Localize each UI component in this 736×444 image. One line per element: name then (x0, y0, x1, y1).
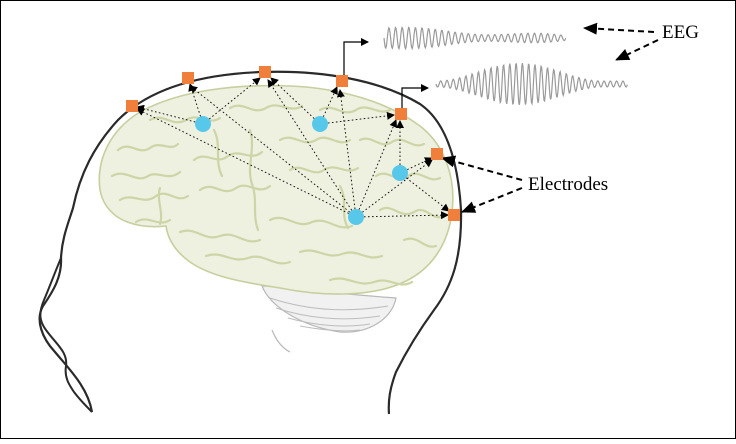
source-circle (348, 209, 364, 225)
source-circle (195, 116, 211, 132)
eeg-wave-2 (435, 62, 628, 106)
source-electrode-arrows (136, 77, 450, 220)
eeg-signals (383, 26, 628, 106)
electrodes-label: Electrodes (528, 174, 609, 195)
source-circle (392, 165, 408, 181)
electrode-square (395, 108, 407, 120)
sources (195, 116, 408, 225)
electrode-square (336, 75, 348, 87)
cerebellum (261, 285, 397, 353)
eeg-label: EEG (662, 22, 699, 43)
signal-connectors (343, 38, 429, 108)
electrode-square (182, 72, 194, 84)
face-profile (39, 257, 93, 413)
electrode-square (431, 148, 443, 160)
electrode-square (126, 100, 138, 112)
source-circle (312, 116, 328, 132)
label-arrows (441, 22, 659, 213)
electrode-square (259, 66, 271, 78)
brain (98, 84, 454, 295)
electrode-square (448, 209, 460, 221)
electrodes (126, 66, 460, 221)
head-outline (38, 70, 463, 415)
eeg-wave-1 (383, 26, 567, 51)
